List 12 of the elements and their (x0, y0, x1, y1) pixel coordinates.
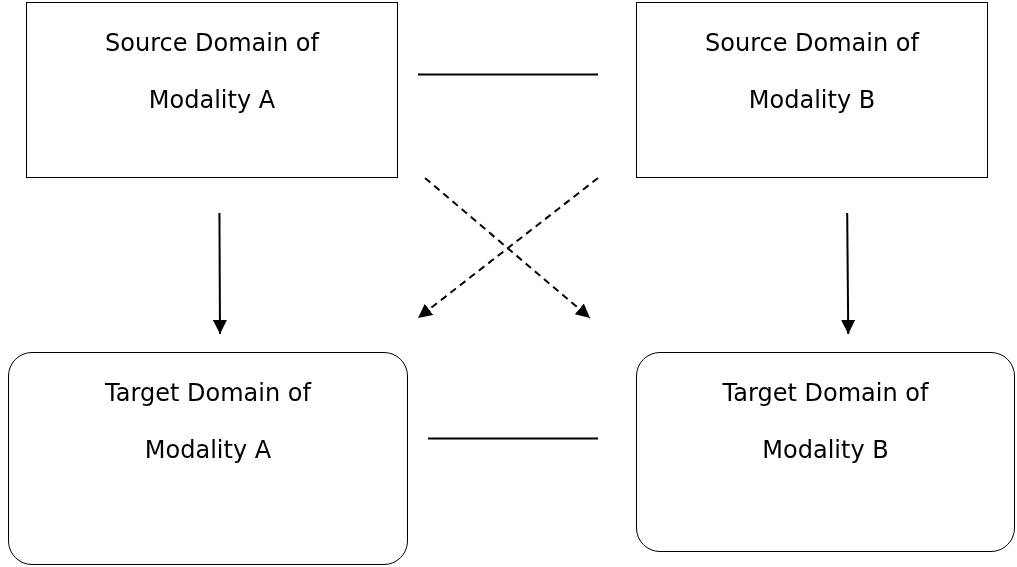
rounded-box (8, 352, 408, 565)
box-label: Target Domain of Modality B (721, 378, 930, 466)
connector-line (427, 437, 599, 440)
box-label: Source Domain of Modality A (104, 28, 321, 116)
box-label: Source Domain of Modality B (704, 28, 921, 116)
box-label: Target Domain of Modality A (104, 378, 313, 466)
connector-line (417, 73, 599, 76)
arrow (212, 212, 227, 335)
process-box (636, 2, 988, 178)
process-box (26, 2, 398, 178)
arrow (841, 212, 856, 335)
rounded-box (636, 352, 1015, 552)
